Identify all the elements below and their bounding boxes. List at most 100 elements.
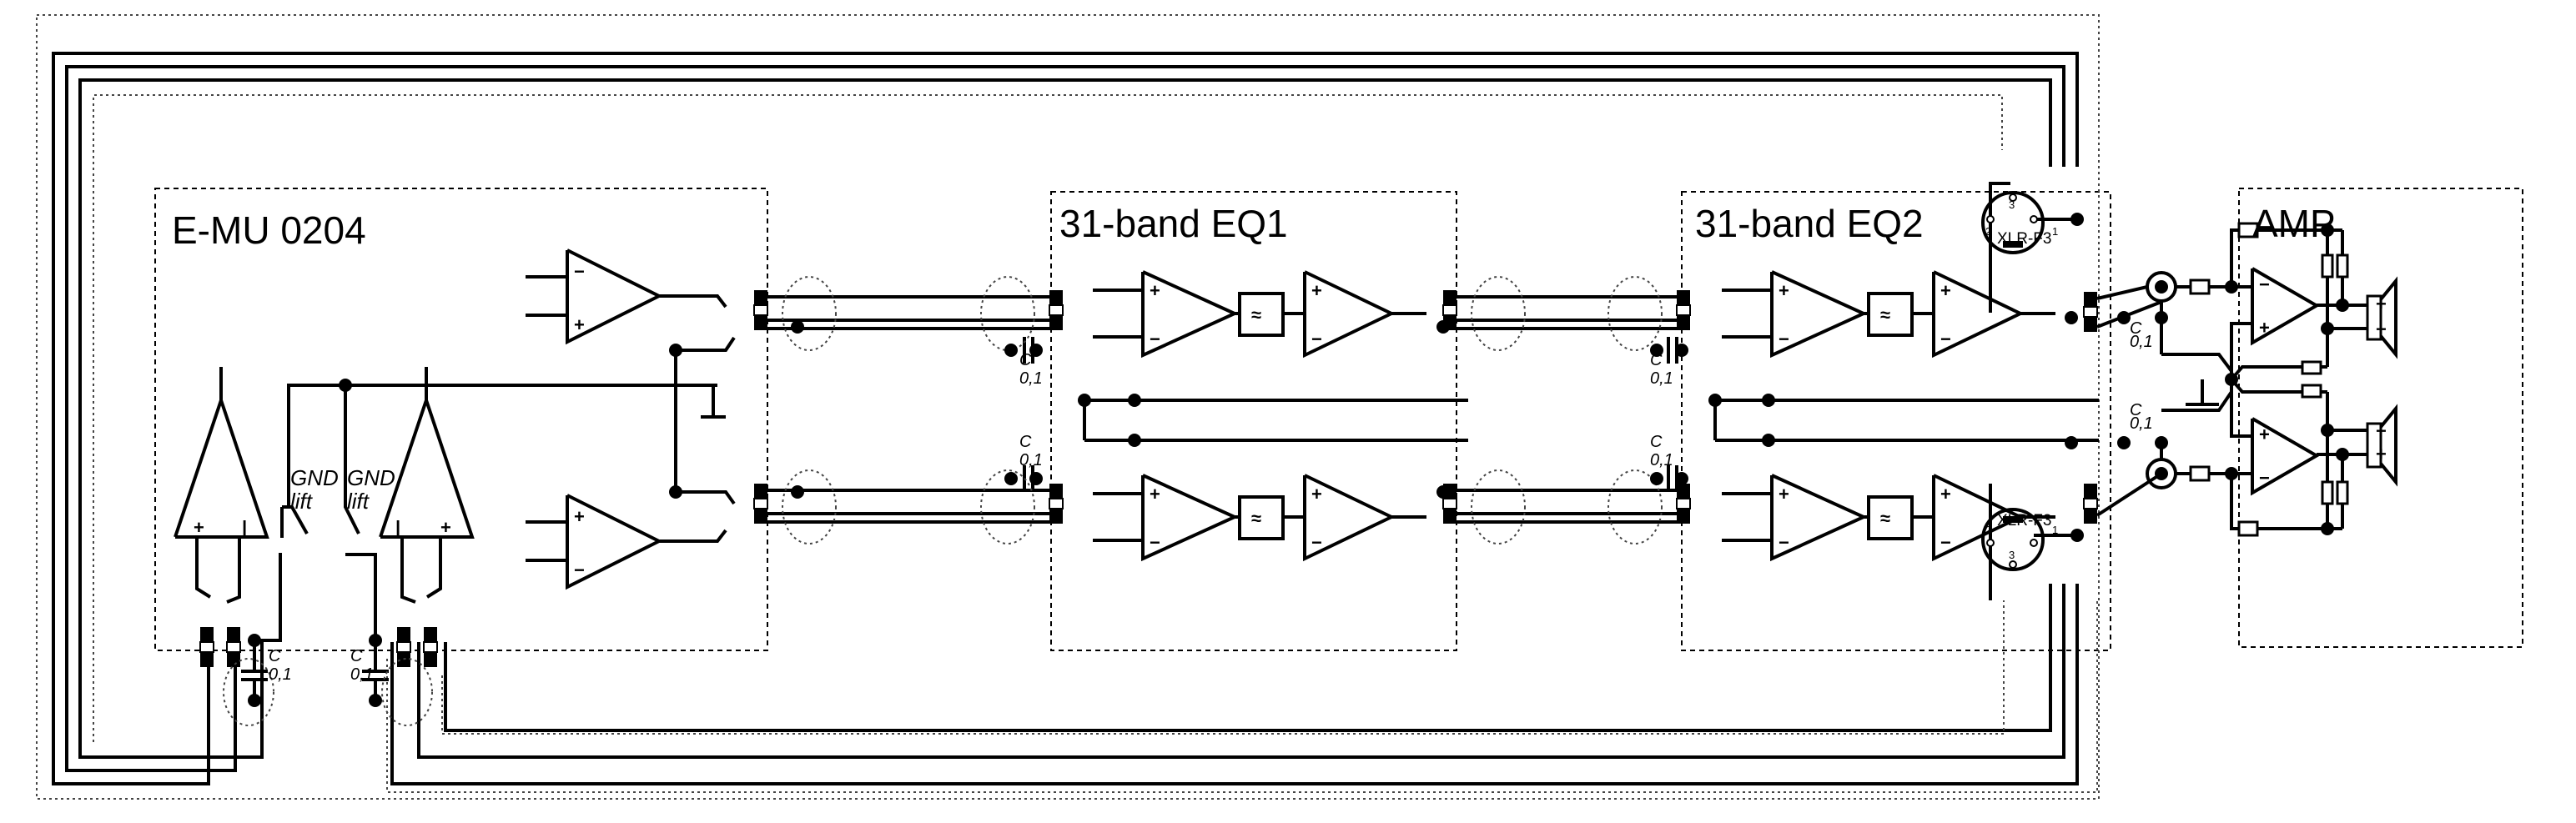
cable-shield	[1471, 469, 1526, 544]
cable-shield-line	[93, 94, 2003, 742]
eq2-block	[1681, 191, 2111, 651]
filter-icon: ≈	[1880, 508, 1890, 529]
junction-dot	[2225, 467, 2238, 480]
resistor	[2321, 480, 2334, 505]
connector-body	[1049, 498, 1064, 509]
junction-dot	[2117, 311, 2131, 324]
wire	[2230, 474, 2327, 530]
junction-dot	[2225, 280, 2238, 294]
junction-dot	[2336, 448, 2349, 461]
gnd-lift-label-2b: lift	[347, 489, 370, 514]
junction-dot	[1004, 344, 1018, 357]
junction-dot	[2336, 299, 2349, 312]
opamp-minus-sign: |	[242, 517, 247, 538]
rca-jack	[2146, 458, 2177, 489]
opamp-input-sign: −	[1311, 329, 1322, 349]
connector-pin	[1677, 315, 1690, 330]
connector-pin	[754, 509, 767, 524]
opamp-input-sign: +	[1150, 280, 1160, 301]
xlr-pin	[2030, 215, 2038, 223]
connector-body	[2083, 306, 2098, 318]
connector-body	[1049, 304, 1064, 316]
junction-dot	[1708, 394, 1722, 407]
filter-icon: ≈	[1251, 508, 1261, 529]
resistor	[2237, 222, 2259, 238]
connector-pin	[754, 484, 767, 499]
eq1-block	[1050, 191, 1457, 651]
junction-dot	[1128, 434, 1141, 447]
wire	[282, 505, 309, 534]
connector-pin	[1443, 290, 1457, 305]
opamp-plus-sign: +	[194, 517, 204, 538]
opamp-input-sign: −	[1150, 532, 1160, 553]
filter-icon: ≈	[1251, 304, 1261, 325]
filter-block	[1238, 292, 1285, 337]
opamp-input-sign: +	[1311, 280, 1322, 301]
wire	[2230, 379, 2252, 438]
speaker-terminal	[2366, 422, 2382, 469]
junction-dot	[1078, 394, 1091, 407]
junction-dot	[1675, 472, 1688, 485]
junction-dot	[2321, 223, 2334, 237]
opamp-input-sign: −	[2259, 274, 2270, 295]
junction-dot	[1128, 394, 1141, 407]
resistor	[2301, 384, 2322, 399]
junction-dot	[2065, 311, 2078, 324]
resistor	[2189, 465, 2211, 482]
junction-dot	[2321, 322, 2334, 335]
junction-dot	[1436, 320, 1450, 334]
junction-dot	[2155, 311, 2168, 324]
xlr-connector	[1981, 191, 2045, 254]
wire	[676, 490, 736, 505]
speaker-lower-minus: −	[2376, 420, 2387, 441]
connector-pin	[1049, 484, 1063, 499]
junction-dot	[1762, 394, 1775, 407]
wire	[659, 529, 727, 543]
connector-body	[2083, 498, 2098, 509]
connector-pin	[1677, 290, 1690, 305]
cap-label-name: C	[350, 647, 363, 665]
cap-label-value: 0,1	[1019, 451, 1043, 469]
connector-body	[1442, 498, 1457, 509]
cap-label-name: C	[1650, 351, 1663, 369]
filter-icon: ≈	[1880, 304, 1890, 325]
opamp-minus-sign: |	[395, 517, 400, 538]
opamp-input-sign: +	[574, 506, 585, 527]
junction-dot	[2070, 213, 2084, 226]
junction-dot	[2070, 529, 2084, 542]
connector-pin	[1049, 315, 1063, 330]
cable-wire	[78, 78, 2052, 759]
filter-block	[1867, 292, 1914, 337]
speaker-icon	[2379, 276, 2397, 359]
cable-shield	[980, 469, 1035, 544]
speaker-icon	[2379, 404, 2397, 487]
emu-block-title: E-MU 0204	[172, 208, 366, 252]
xlr-connector	[1981, 508, 2045, 571]
xlr-key	[2003, 241, 2023, 248]
resistor	[2336, 480, 2349, 505]
connector-pin	[1677, 484, 1690, 499]
connector-body	[753, 498, 768, 509]
xlr-pin	[1986, 215, 1995, 223]
junction-dot	[2155, 436, 2168, 449]
xlr-upper-label: XLR-F3	[1997, 230, 2051, 248]
junction-dot	[1029, 472, 1043, 485]
cap-label-name: C	[2130, 401, 2142, 419]
wire	[2230, 322, 2252, 379]
cap-label-name: C	[269, 647, 281, 665]
wire	[254, 553, 282, 642]
junction-dot	[669, 485, 682, 499]
connector-body	[199, 641, 214, 653]
cable-boundary	[386, 600, 2098, 793]
cable-shield-line	[441, 600, 2005, 735]
connector-pin	[1049, 290, 1063, 305]
junction-dot	[791, 485, 804, 499]
resistor	[2237, 520, 2259, 537]
wire	[676, 336, 736, 352]
xlr-upper-pin1: 1	[2052, 225, 2058, 238]
opamp-input-sign: +	[1150, 484, 1160, 504]
opamp-input-sign: +	[2259, 424, 2270, 445]
opamp-input-sign: −	[2259, 467, 2270, 488]
junction-dot	[248, 634, 261, 647]
opamp-input-sign: −	[1311, 532, 1322, 553]
